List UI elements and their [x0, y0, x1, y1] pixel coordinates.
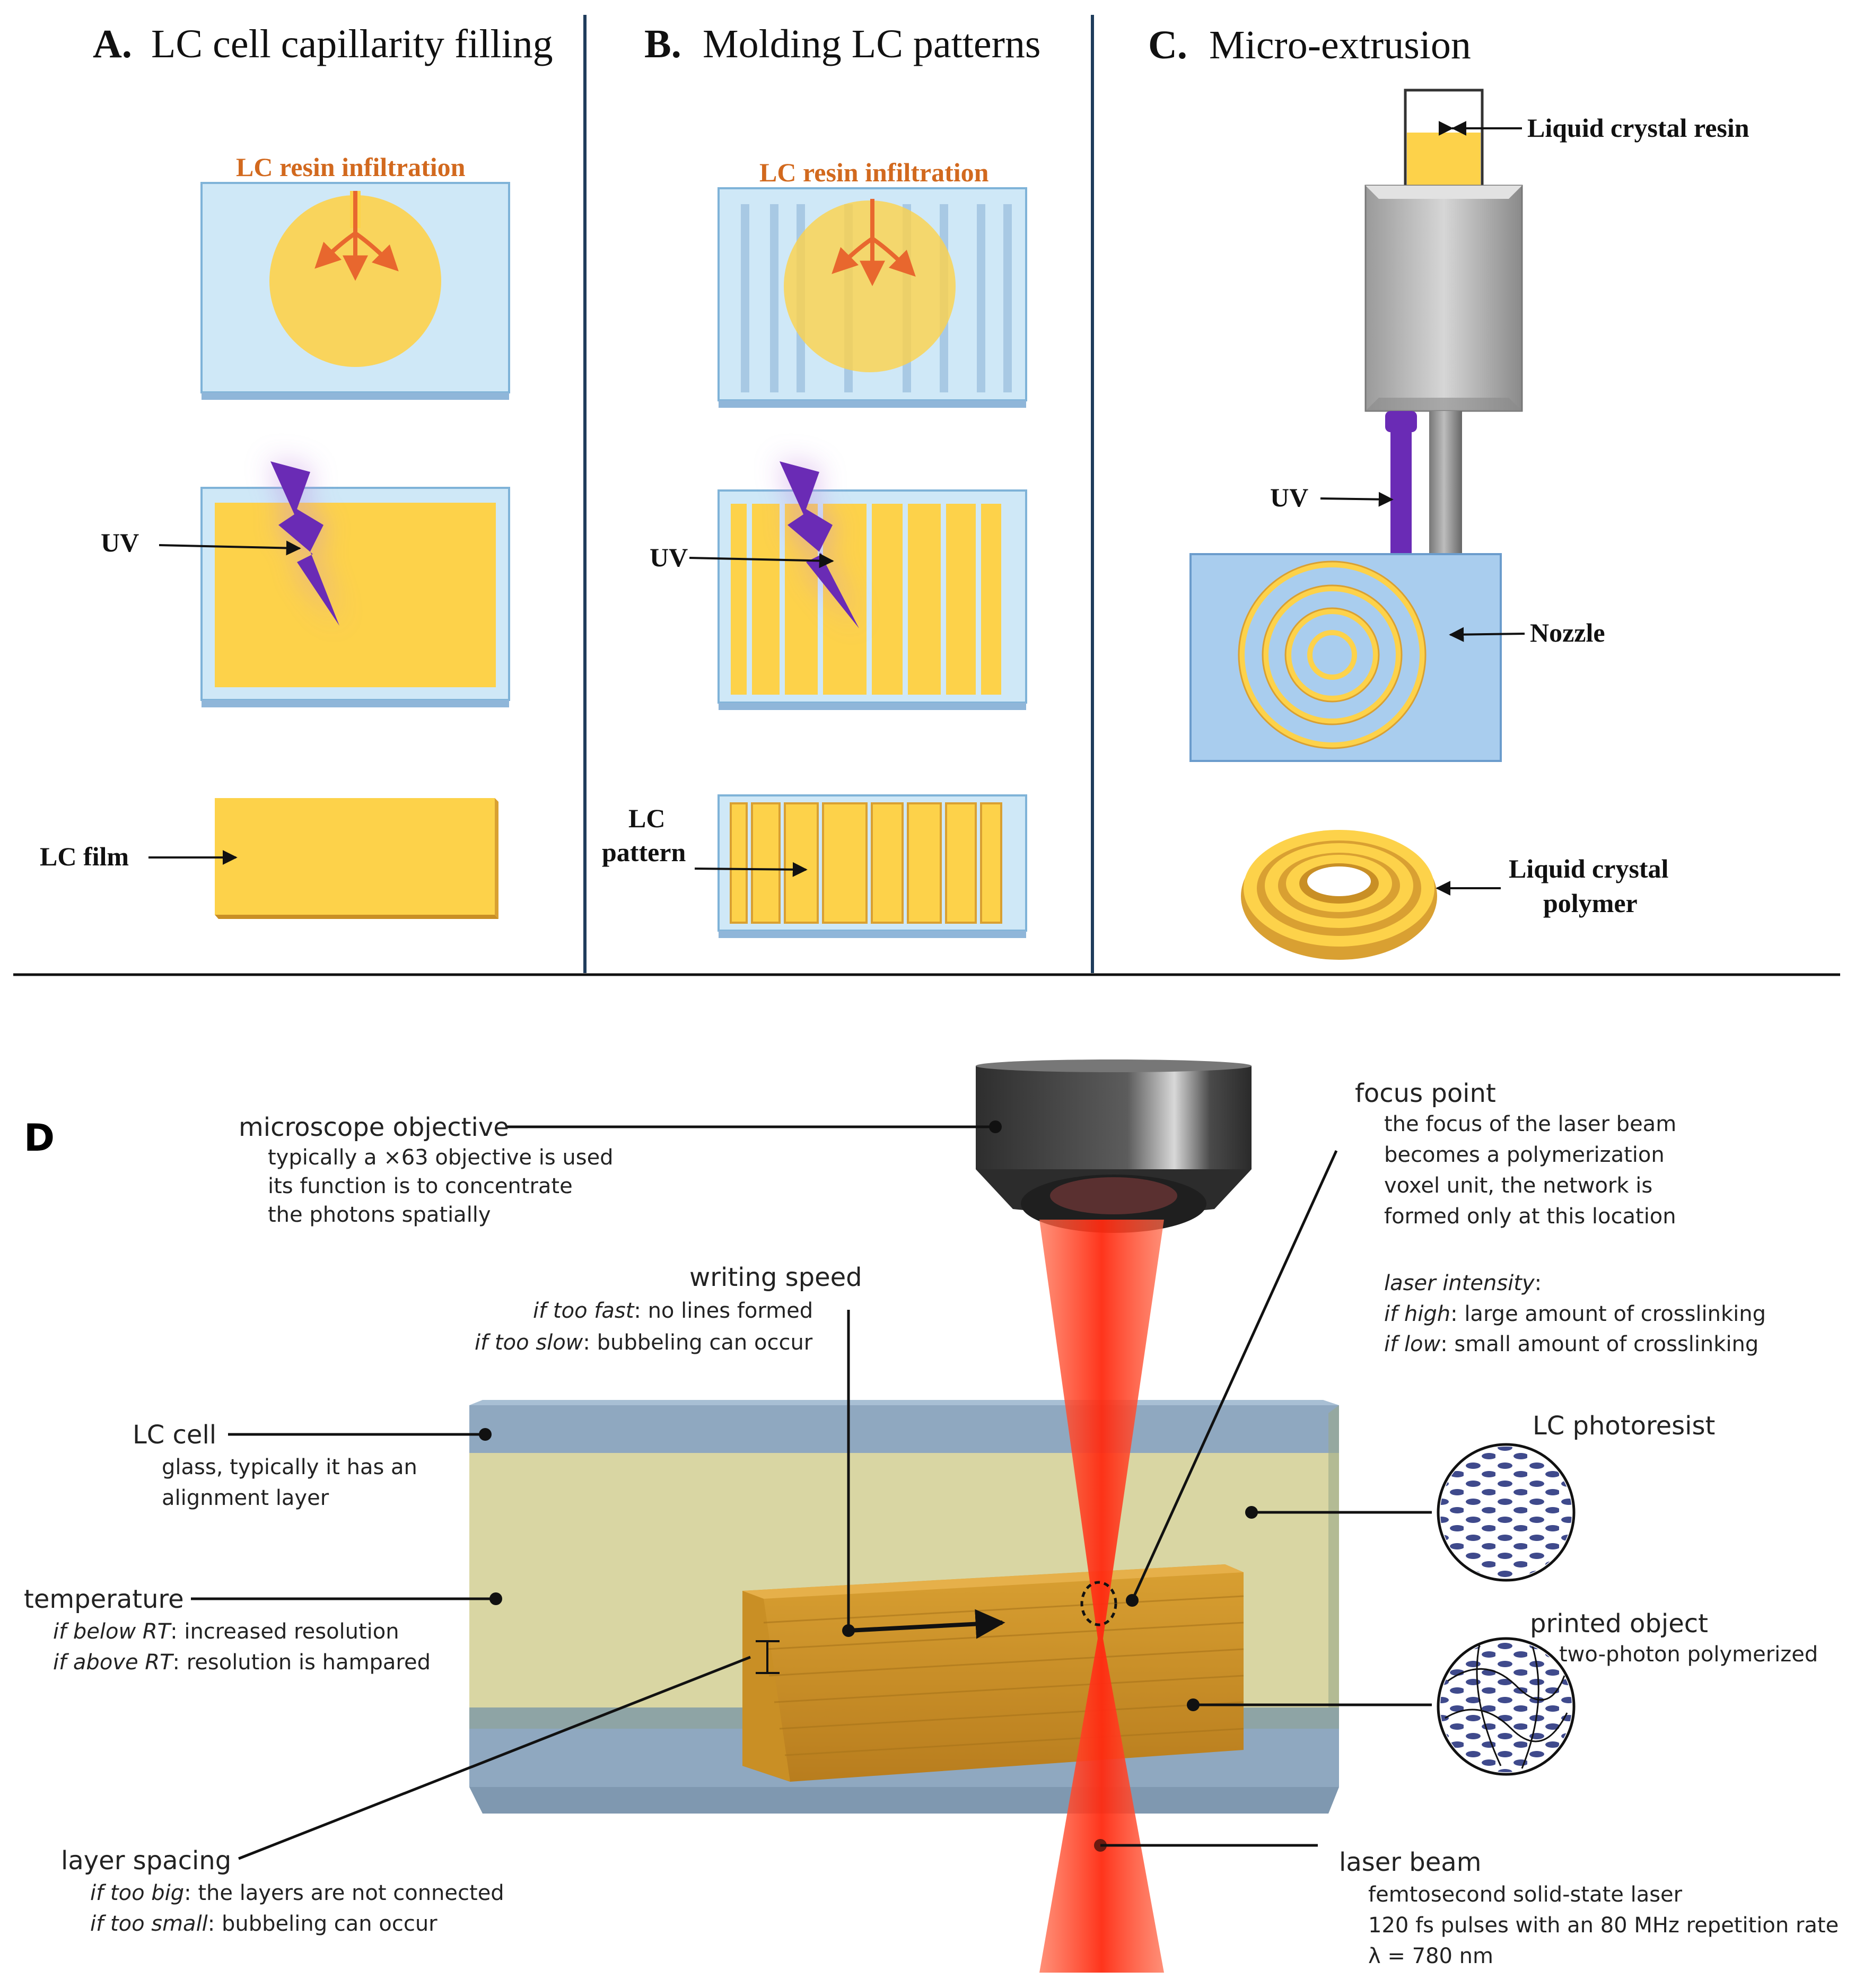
uv-bolt-a — [270, 461, 339, 626]
svg-text:focus point: focus point — [1355, 1079, 1496, 1108]
svg-text:glass, typically it has an: glass, typically it has an — [162, 1455, 417, 1479]
uv-label-b: UV — [650, 542, 688, 572]
focus-text: focus point the focus of the laser beam … — [1355, 1079, 1676, 1229]
infiltration-label-b: LC resin infiltration — [759, 157, 989, 187]
svg-text:microscope objective: microscope objective — [239, 1113, 509, 1142]
lc-cell-infiltration: LC resin infiltration — [200, 152, 510, 400]
mold-infiltration: LC resin infiltration — [718, 157, 1027, 408]
svg-text:temperature: temperature — [24, 1584, 184, 1614]
svg-text:voxel unit, the network is: voxel unit, the network is — [1384, 1173, 1652, 1198]
pattern-pointer — [694, 862, 808, 877]
polymer-label-line2: polymer — [1543, 888, 1638, 918]
svg-text:its function is to concentrate: its function is to concentrate — [268, 1174, 573, 1198]
svg-text:120 fs pulses with an 80 MHz r: 120 fs pulses with an 80 MHz repetition … — [1368, 1913, 1839, 1938]
objective-text: microscope objective typically a ×63 obj… — [239, 1113, 614, 1227]
svg-text:femtosecond solid-state laser: femtosecond solid-state laser — [1368, 1882, 1683, 1907]
nozzle-pointer — [1449, 627, 1525, 642]
printed-object-magnified — [1437, 1637, 1576, 1776]
svg-text:if above RT: resolution is ham: if above RT: resolution is hampared — [53, 1650, 431, 1675]
microscope-objective — [976, 1059, 1252, 1233]
lc-pattern: LC pattern — [602, 794, 1027, 938]
resin-label: Liquid crystal resin — [1527, 113, 1749, 143]
svg-text:laser beam: laser beam — [1339, 1847, 1481, 1877]
panel-a-letter: A. — [93, 22, 132, 66]
svg-text:formed only at this location: formed only at this location — [1384, 1204, 1676, 1229]
speed-text: writing speed if too fast: no lines form… — [475, 1263, 862, 1355]
uv-label-c: UV — [1270, 483, 1308, 512]
panel-b: B. Molding LC patterns LC resin infiltra… — [602, 22, 1041, 938]
lc-polymer-rings: Liquid crystal polymer — [1241, 830, 1669, 960]
uv-label-a: UV — [101, 528, 139, 557]
svg-text:if too fast: no lines formed: if too fast: no lines formed — [533, 1299, 813, 1323]
polymer-label-line1: Liquid crystal — [1509, 854, 1669, 883]
photoresist-magnified — [1437, 1443, 1576, 1582]
panel-c: C. Micro-extrusion Liquid crystal resin — [1148, 23, 1749, 960]
laser-beam — [1039, 1220, 1164, 1973]
svg-text:LC photoresist: LC photoresist — [1533, 1411, 1715, 1441]
svg-text:two-photon polymerized: two-photon polymerized — [1559, 1642, 1818, 1667]
lc-film: LC film — [40, 798, 498, 919]
panel-a: A. LC cell capillarity filling LC resin … — [40, 22, 553, 919]
svg-text:if too slow: bubbeling can occ: if too slow: bubbeling can occur — [475, 1330, 813, 1355]
svg-text:if high: large amount of cross: if high: large amount of crosslinking — [1384, 1302, 1766, 1326]
layer-spacing-marker — [756, 1640, 780, 1674]
svg-text:the focus of the laser beam: the focus of the laser beam — [1384, 1112, 1676, 1136]
svg-text:if below RT: increased resolut: if below RT: increased resolution — [53, 1619, 399, 1644]
pattern-label-line2: pattern — [602, 837, 686, 867]
layer-text: layer spacing if too big: the layers are… — [61, 1846, 504, 1936]
panel-c-letter: C. — [1148, 23, 1187, 67]
svg-text:alignment layer: alignment layer — [162, 1486, 329, 1510]
focus-point — [1080, 1150, 1338, 1626]
uv-pointer-c — [1320, 492, 1394, 507]
pattern-label-line1: LC — [628, 803, 665, 833]
panel-c-title: Micro-extrusion — [1209, 23, 1471, 67]
uv-pointer-a — [159, 540, 301, 556]
laser-text: laser beam femtosecond solid-state laser… — [1339, 1847, 1839, 1968]
extrusion-substrate: UV Nozzle — [1189, 483, 1605, 762]
svg-text:layer spacing: layer spacing — [61, 1846, 231, 1876]
film-label: LC film — [40, 842, 129, 871]
photoresist-text: LC photoresist — [1533, 1411, 1715, 1441]
mold-uv: UV — [650, 461, 1027, 710]
svg-text:LC cell: LC cell — [133, 1420, 216, 1450]
lc-cell-uv: UV — [101, 461, 510, 707]
panel-d: D — [24, 1059, 1839, 1973]
svg-text:writing speed: writing speed — [689, 1263, 862, 1292]
svg-text:if too small: bubbeling can oc: if too small: bubbeling can occur — [90, 1912, 438, 1936]
panel-b-letter: B. — [644, 22, 681, 66]
svg-text:if too big: the layers are not: if too big: the layers are not connected — [90, 1881, 504, 1905]
svg-text:laser intensity:: laser intensity: — [1384, 1271, 1542, 1295]
svg-text:if low: small amount of crossl: if low: small amount of crosslinking — [1384, 1332, 1758, 1356]
uv-bolt-b — [780, 461, 859, 628]
resin-reservoir: Liquid crystal resin — [1404, 89, 1749, 190]
infiltration-label-a: LC resin infiltration — [236, 152, 466, 182]
panel-b-title: Molding LC patterns — [703, 22, 1041, 66]
svg-text:printed object: printed object — [1530, 1609, 1708, 1639]
svg-text:becomes a polymerization: becomes a polymerization — [1384, 1143, 1665, 1167]
temperature-text: temperature if below RT: increased resol… — [24, 1584, 431, 1675]
intensity-text: laser intensity: if high: large amount o… — [1384, 1271, 1766, 1356]
uv-pointer-b — [689, 553, 834, 568]
svg-text:the photons spatially: the photons spatially — [268, 1203, 491, 1227]
svg-text:λ = 780 nm: λ = 780 nm — [1368, 1944, 1493, 1968]
printed-text: printed object two-photon polymerized — [1530, 1609, 1818, 1667]
writing-speed-arrow — [842, 1310, 1005, 1639]
cell-text: LC cell glass, typically it has an align… — [133, 1420, 417, 1510]
nozzle-label: Nozzle — [1530, 618, 1605, 647]
printed-object-bar — [742, 1564, 1244, 1782]
leader-lines — [191, 1125, 1432, 1860]
svg-text:typically a ×63 objective is u: typically a ×63 objective is used — [268, 1145, 614, 1170]
panel-a-title: LC cell capillarity filling — [151, 22, 553, 66]
panel-d-letter: D — [24, 1116, 55, 1160]
